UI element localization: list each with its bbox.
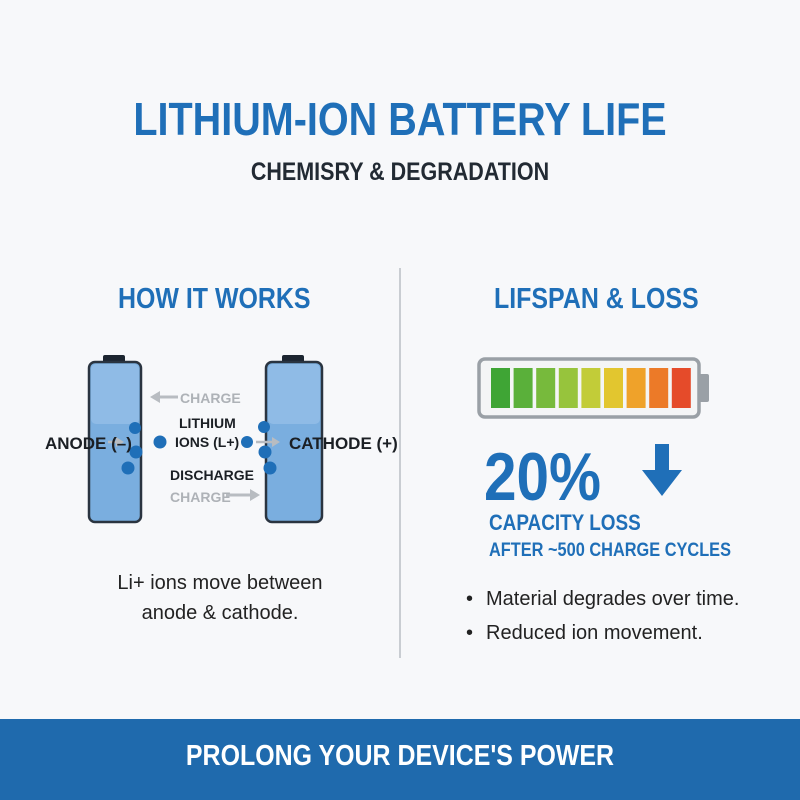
charge-bottom-label: CHARGE <box>170 489 231 505</box>
page-subtitle: CHEMISRY & DEGRADATION <box>250 158 550 186</box>
gauge-segment <box>491 368 510 408</box>
bullet-item: •Material degrades over time. <box>466 588 740 610</box>
capacity-loss-detail: AFTER ~500 CHARGE CYCLES <box>489 540 731 561</box>
diagram-caption-line1: Li+ ions move between <box>117 572 323 594</box>
bullet-text: Reduced ion movement. <box>486 622 703 644</box>
capacity-loss-value: 20% <box>484 439 602 515</box>
discharge-label: DISCHARGE <box>170 467 254 483</box>
bullet-text: Material degrades over time. <box>486 588 740 610</box>
down-arrow-icon <box>642 444 682 496</box>
gauge-segment <box>604 368 623 408</box>
gauge-segment <box>581 368 601 408</box>
footer-banner <box>0 719 800 800</box>
gauge-segment <box>649 368 669 408</box>
ion-arrow-right-icon <box>256 437 280 447</box>
gauge-segment <box>536 368 556 408</box>
lithium-ions <box>121 421 277 475</box>
footer-text: PROLONG YOUR DEVICE'S POWER <box>185 740 615 772</box>
cathode-label: CATHODE (+) <box>289 434 398 453</box>
page-title: LITHIUM-ION BATTERY LIFE <box>133 93 667 145</box>
gauge-segments <box>491 368 691 408</box>
gauge-segment <box>671 368 691 408</box>
capacity-loss-label: CAPACITY LOSS <box>489 510 641 535</box>
gauge-segment <box>626 368 646 408</box>
gauge-segment <box>513 368 533 408</box>
diagram-caption-line2: anode & cathode. <box>141 602 299 624</box>
ion-arrow-left-icon <box>108 437 124 447</box>
ion-flow-diagram: ANODE (–) CATHODE (+) CHARGE LITHIUM ION… <box>45 355 398 524</box>
how-it-works-heading: HOW IT WORKS <box>118 283 311 315</box>
lifespan-heading: LIFSPAN & LOSS <box>494 283 699 315</box>
anode-label: ANODE (–) <box>45 434 132 453</box>
ions-label: IONS (L+) <box>175 434 239 450</box>
section-divider <box>399 268 401 658</box>
charge-arrow-left-icon <box>150 391 178 403</box>
charge-top-label: CHARGE <box>180 390 241 406</box>
battery-gauge-icon <box>477 357 709 419</box>
lithium-label: LITHIUM <box>179 415 236 431</box>
charge-arrow-right-icon <box>226 489 260 501</box>
gauge-segment <box>558 368 578 408</box>
bullet-item: •Reduced ion movement. <box>466 622 703 644</box>
